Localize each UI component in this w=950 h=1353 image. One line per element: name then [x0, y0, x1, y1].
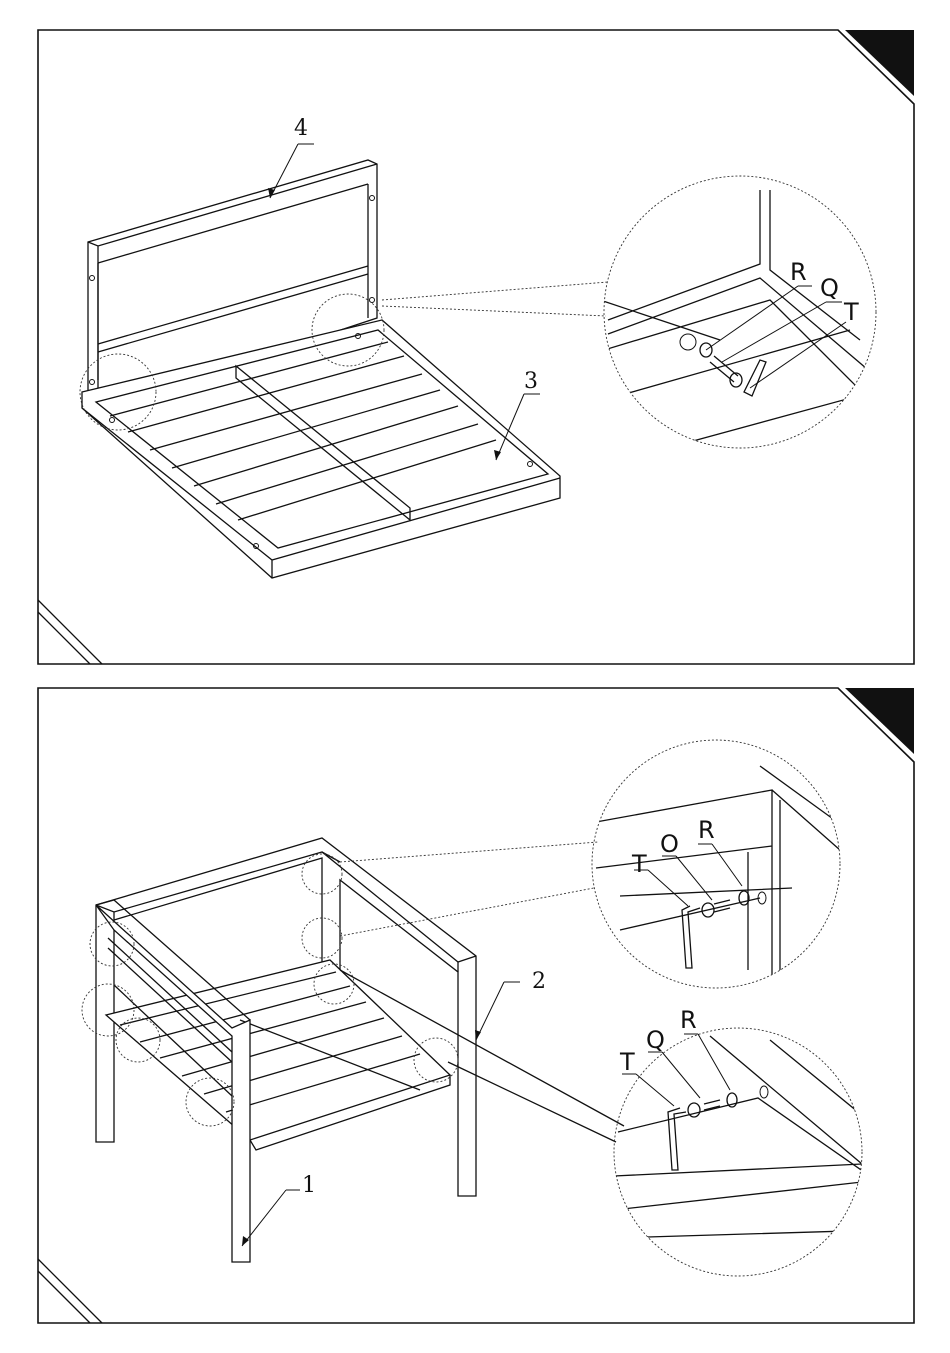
corner-flag-top-right [845, 30, 914, 96]
part-label-R: R [790, 258, 807, 286]
slat-deck [106, 960, 450, 1150]
callout-1-label: 1 [302, 1173, 316, 1198]
part-label-T-top: T [631, 850, 647, 878]
callout-1: 1 [242, 1173, 316, 1246]
detail-b-bottom-circle [614, 1028, 862, 1276]
callout-4-label: 4 [294, 116, 308, 141]
corner-fold-bottom-left-b [38, 1259, 102, 1323]
part-label-R-top: R [698, 816, 715, 844]
part-label-Q-bottom: Q [646, 1026, 665, 1054]
part-label-T-bottom: T [619, 1048, 635, 1076]
detail-b-top-magnified: T O R [592, 740, 840, 988]
detail-b-bottom-magnified: T Q R [614, 1006, 880, 1276]
callout-2-label: 2 [532, 969, 546, 994]
part-label-Q: Q [820, 274, 839, 302]
corner-flag-top-right-b [845, 688, 914, 754]
detail-a-circle [604, 176, 876, 448]
panel-step-b: 2 1 T O R [38, 688, 914, 1323]
part-label-O-top: O [660, 830, 679, 858]
callout-3-label: 3 [524, 369, 538, 394]
part-label-R-bottom: R [680, 1006, 697, 1034]
callout-2: 2 [475, 969, 546, 1040]
detail-a-leader [382, 282, 608, 316]
corner-fold-bottom-left [38, 600, 102, 664]
part-label-T: T [843, 298, 859, 326]
panel-step-a: 4 3 R Q T [38, 30, 914, 664]
detail-a-magnified: R Q T [600, 176, 880, 450]
